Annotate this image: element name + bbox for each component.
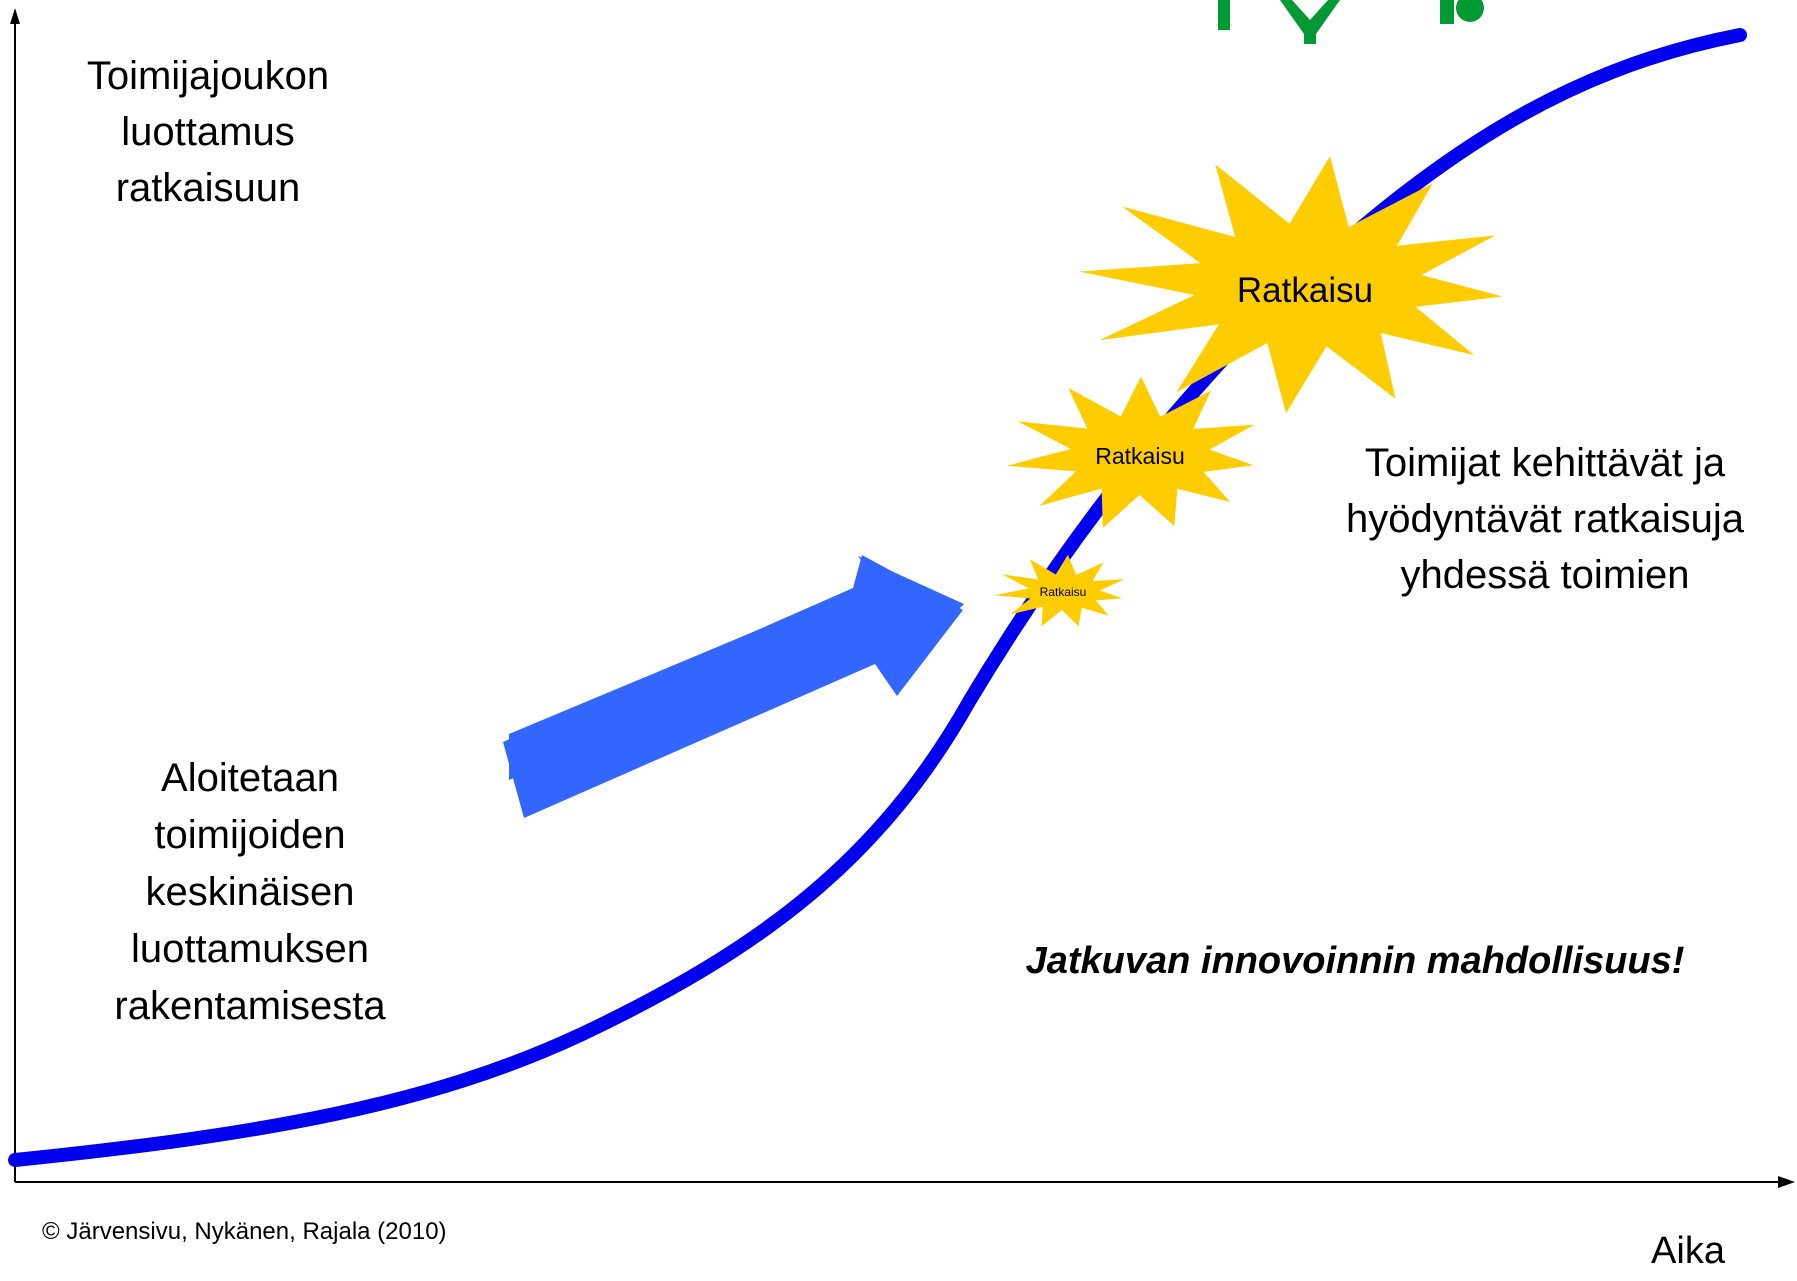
starburst-shape [1007, 376, 1255, 529]
burst-medium-label: Ratkaisu [1095, 443, 1184, 469]
x-axis-label: Aika [1651, 1230, 1726, 1272]
title-fragment [1218, 0, 1484, 44]
collaboration-text: Toimijat kehittävät ja hyödyntävät ratka… [1300, 435, 1790, 603]
solution-burst-large-icon [1079, 156, 1503, 414]
collaboration-line: hyödyntävät ratkaisuja [1345, 497, 1744, 541]
emphasis-text: Jatkuvan innovoinnin mahdollisuus! [1026, 940, 1685, 982]
y-axis-label: Toimijajoukon luottamus ratkaisuun [48, 48, 368, 216]
trust-building-line: luottamuksen [131, 927, 369, 971]
trust-building-line: rakentamisesta [114, 984, 386, 1028]
growth-curve [8, 28, 1747, 1167]
copyright-notice: © Järvensivu, Nykänen, Rajala (2010) [42, 1218, 447, 1245]
starburst-shape [1079, 156, 1503, 414]
collaboration-line: Toimijat kehittävät ja [1364, 441, 1726, 485]
burst-large-label: Ratkaisu [1237, 271, 1373, 310]
collaboration-line: yhdessä toimien [1400, 553, 1690, 597]
trust-building-text: Aloitetaan toimijoiden keskinäisen luott… [80, 750, 420, 1035]
y-axis-label-line: ratkaisuun [115, 166, 301, 210]
solution-burst-small-icon [994, 554, 1125, 627]
solution-burst-medium-icon [1007, 376, 1255, 529]
y-axis-label-line: Toimijajoukon [86, 54, 330, 98]
trust-building-line: toimijoiden [154, 813, 346, 857]
trust-building-line: keskinäisen [145, 870, 355, 914]
starburst-shape [994, 554, 1125, 627]
x-axis-arrowhead [1778, 1176, 1795, 1188]
axes [10, 8, 1795, 1188]
y-axis-label-line: luottamus [121, 110, 295, 154]
y-axis-arrowhead [10, 8, 20, 24]
trust-building-line: Aloitetaan [161, 756, 339, 800]
burst-small-label: Ratkaisu [1040, 585, 1087, 599]
